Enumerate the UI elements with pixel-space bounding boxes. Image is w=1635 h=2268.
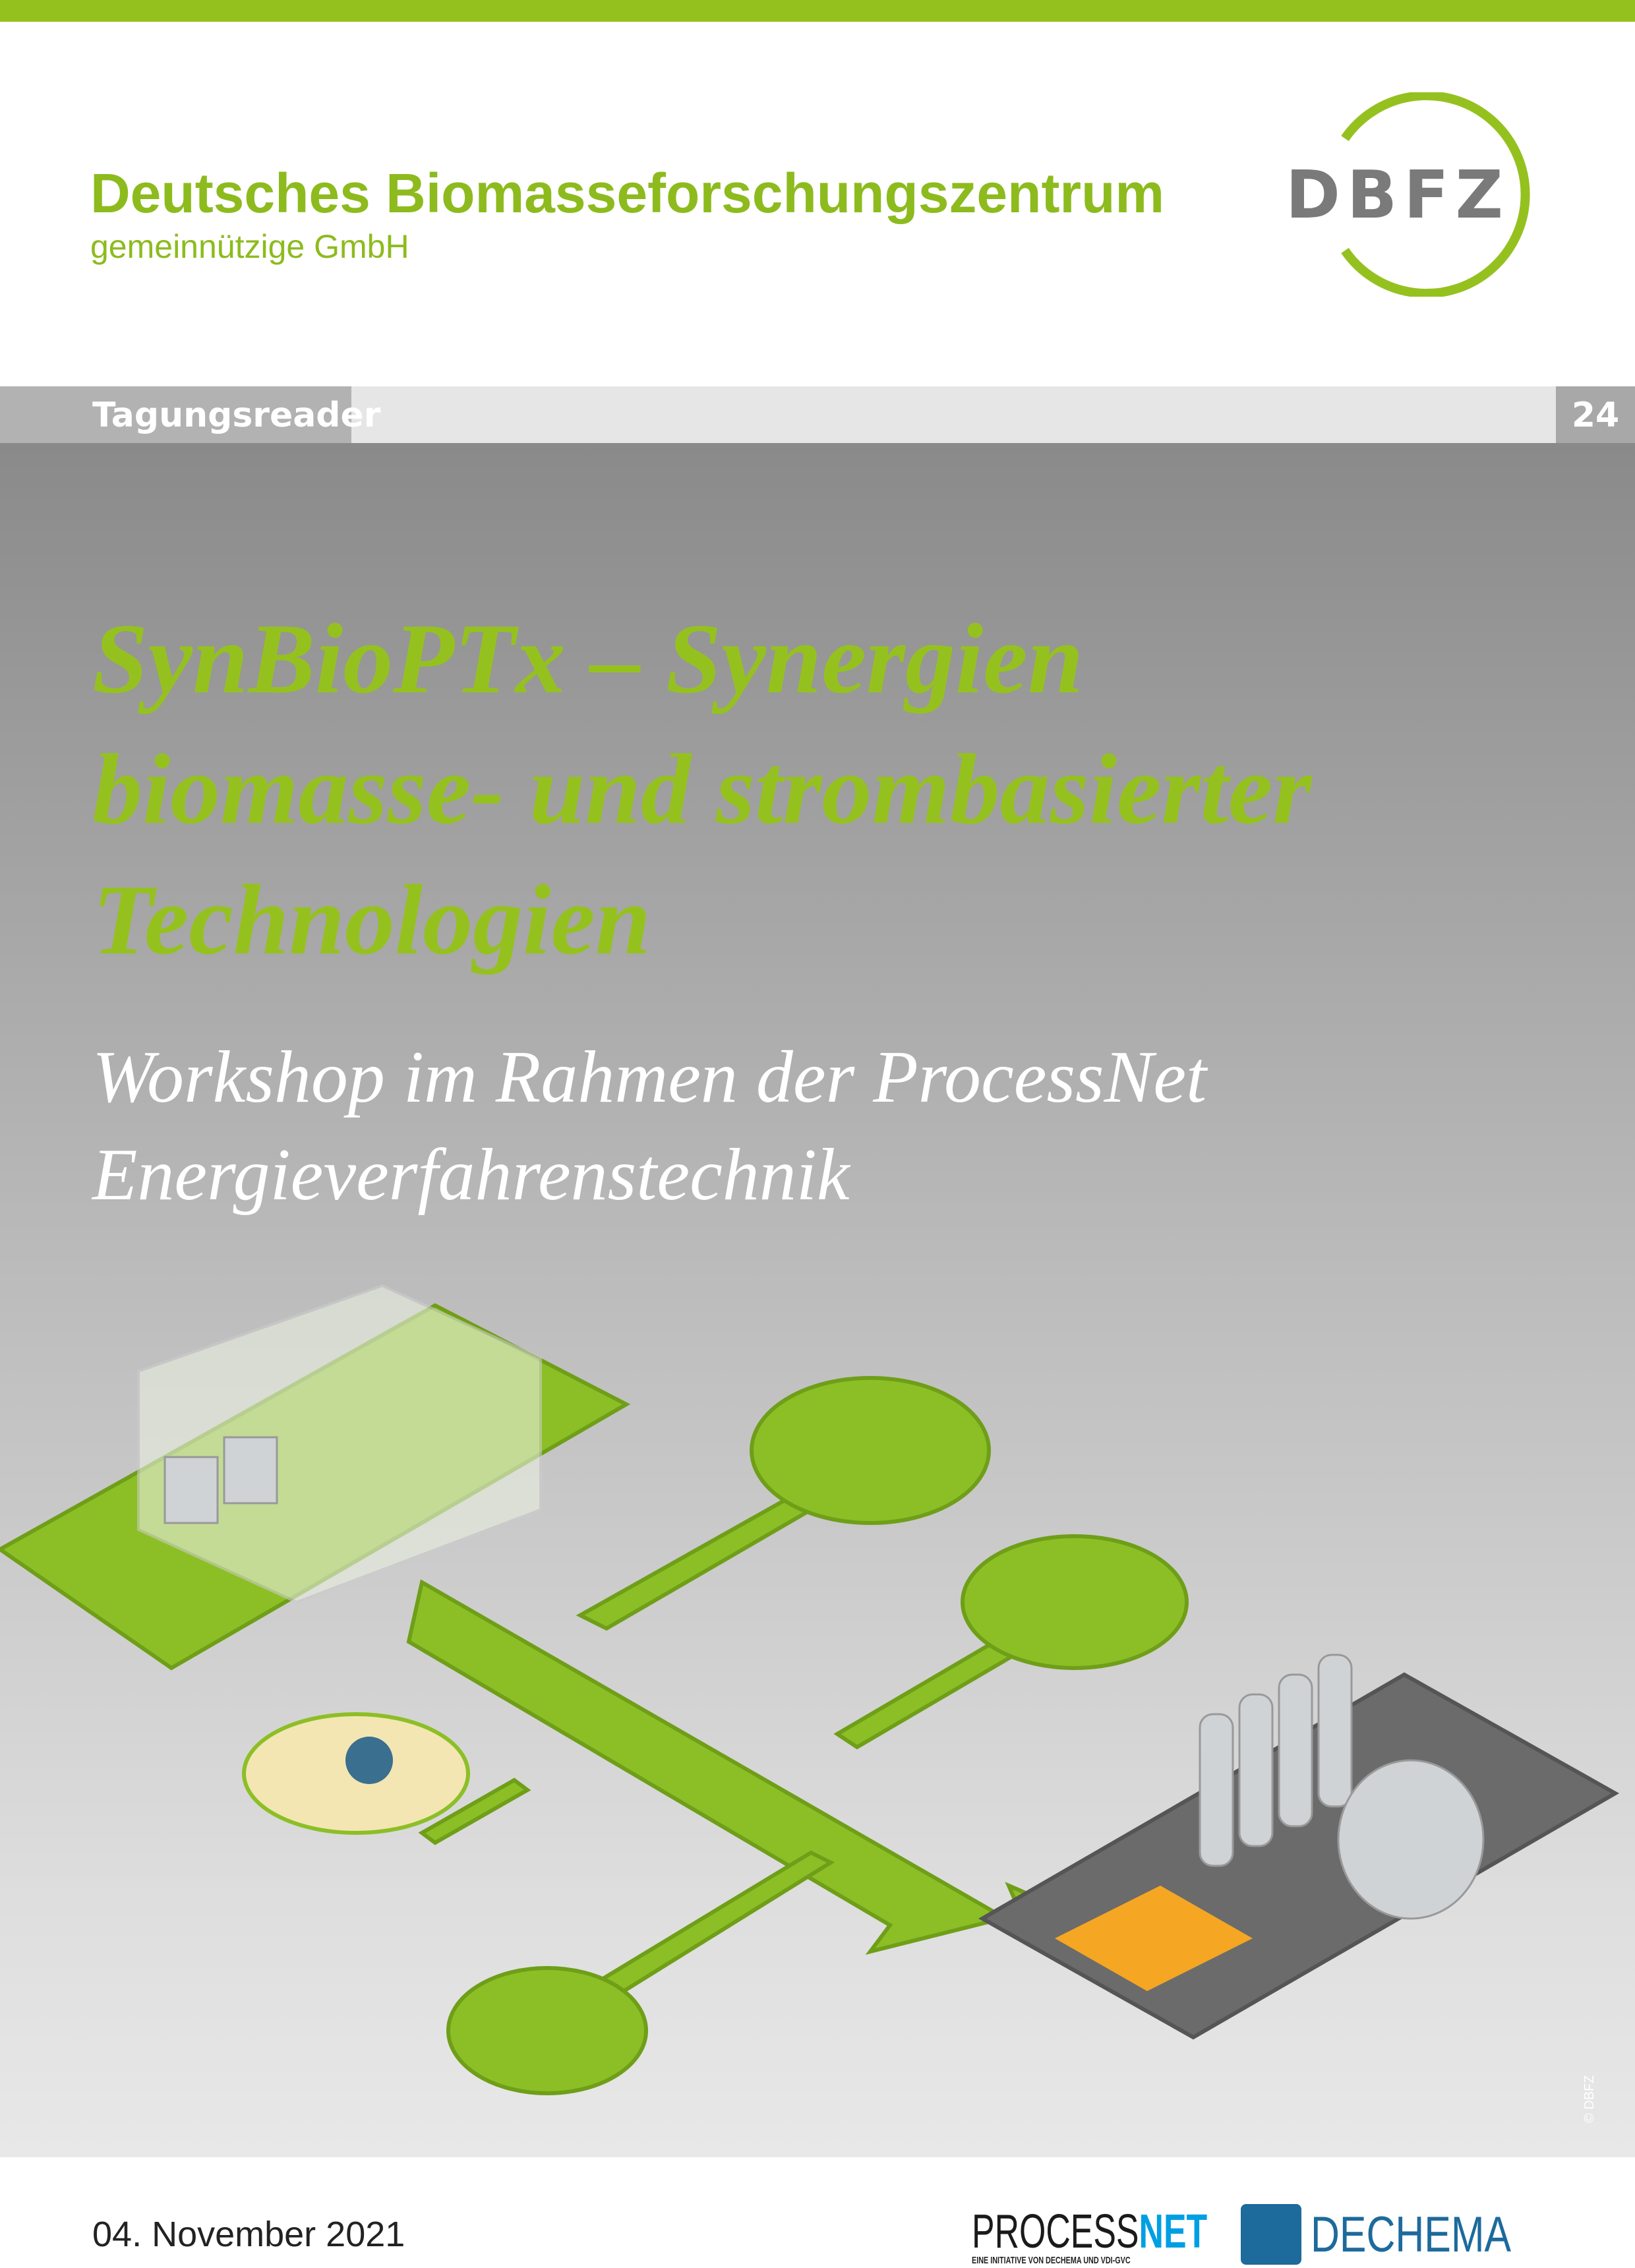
title-line: biomasse- und strombasierter [92, 734, 1312, 845]
image-copyright: © DBFZ [1582, 2075, 1597, 2123]
cover-title: SynBioPTx – Synergien biomasse- und stro… [92, 593, 1312, 985]
title-line: Technologien [92, 864, 651, 975]
processnet-tagline: EINE INITIATIVE VON DECHEMA UND VDI-GVC [972, 2255, 1131, 2266]
dechema-wordmark: DECHEMA [1311, 2206, 1512, 2263]
issue-number: 24 [1556, 386, 1635, 443]
bioeconomy-illustration [0, 1284, 1620, 2095]
subtitle-line: Energieverfahrenstechnik [92, 1134, 850, 1216]
top-accent-bar [0, 0, 1635, 22]
organization-subtitle: gemeinnützige GmbH [90, 228, 409, 265]
flask-gear-icon [1241, 2204, 1301, 2265]
event-date: 04. November 2021 [92, 2215, 405, 2254]
series-label: Tagungsreader [0, 386, 380, 443]
dbfz-logo: DBFZ [1286, 92, 1530, 297]
cover-subtitle: Workshop im Rahmen der ProcessNet Energi… [92, 1029, 1206, 1224]
processnet-logo-part: PROCESS [972, 2205, 1139, 2258]
subtitle-line: Workshop im Rahmen der ProcessNet [92, 1036, 1207, 1118]
organization-name: Deutsches Biomasseforschungszentrum [90, 162, 1165, 224]
dechema-logo: DECHEMA [1241, 2204, 1561, 2265]
processnet-logo: PROCESSNET EINE INITIATIVE VON DECHEMA U… [972, 2208, 1207, 2266]
processnet-logo-part: NET [1139, 2205, 1208, 2258]
title-line: SynBioPTx – Synergien [92, 603, 1084, 714]
svg-text:DBFZ: DBFZ [1286, 156, 1510, 233]
